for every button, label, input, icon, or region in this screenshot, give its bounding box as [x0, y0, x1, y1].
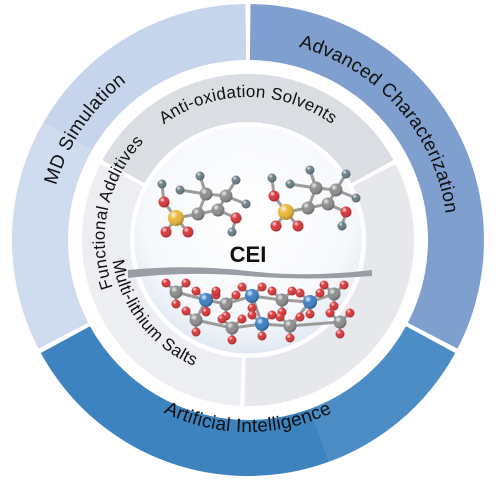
oxygen-atom-shade [191, 286, 201, 296]
oxygen-atom-shade [339, 280, 349, 290]
oxygen-atom-shade [335, 329, 345, 339]
hydrogen-atom-shade [267, 173, 277, 183]
hydrogen-atom-shade [341, 169, 351, 179]
lithium-atom-shade [255, 317, 269, 331]
phosphorus-atom-shade [283, 319, 297, 333]
oxygen-atom-shade [257, 282, 267, 292]
hydrogen-atom-shade [157, 179, 167, 189]
oxygen-atom-shade [267, 310, 277, 320]
oxygen-atom-shade [171, 299, 181, 309]
segment-functional-additives [82, 164, 243, 406]
hydrogen-atom-shade [175, 185, 185, 195]
oxygen-atom-shade [315, 288, 325, 298]
oxygen-atom-shade [231, 290, 241, 300]
oxygen-atom-shade [247, 310, 257, 320]
hydrogen-atom-shade [285, 179, 295, 189]
oxygen-atom-shade [292, 220, 304, 232]
carbon-atom-shade [329, 183, 343, 197]
carbon-atom-shade [219, 189, 233, 203]
oxygen-atom-shade [158, 196, 170, 208]
oxygen-atom-shade [275, 312, 285, 322]
oxygen-atom-shade [230, 212, 242, 224]
oxygen-atom-shade [340, 206, 352, 218]
carbon-atom-shade [199, 187, 213, 201]
phosphorus-atom-shade [169, 285, 183, 299]
oxygen-atom-shade [201, 307, 211, 317]
hydrogen-atom-shade [241, 199, 251, 209]
oxygen-atom-shade [268, 190, 280, 202]
hydrogen-atom-shade [351, 193, 361, 203]
hydrogen-atom-shade [305, 165, 315, 175]
cei-label: CEI [230, 242, 267, 267]
oxygen-atom-shade [181, 278, 191, 288]
phosphorus-atom-shade [189, 313, 203, 327]
hydrogen-atom-shade [231, 175, 241, 185]
segment-advanced-characterization [249, 4, 484, 349]
oxygen-atom-shade [161, 278, 171, 288]
bond [288, 320, 342, 328]
carbon-atom-shade [191, 207, 205, 221]
oxygen-atom-shade [247, 303, 257, 313]
oxygen-atom-shade [267, 286, 277, 296]
solvent-molecule-right [267, 165, 361, 232]
sulfur-atom-shade [168, 210, 184, 226]
oxygen-atom-shade [325, 308, 335, 318]
carbon-atom-shade [211, 203, 225, 217]
phosphorus-atom-shade [275, 293, 289, 307]
phosphorus-atom-shade [225, 321, 239, 335]
oxygen-atom-shade [295, 288, 305, 298]
cei-crystal-structure [161, 278, 355, 345]
hydrogen-atom-shade [195, 171, 205, 181]
oxygen-atom-shade [329, 301, 339, 311]
oxygen-atom-shade [285, 333, 295, 343]
phosphorus-atom-shade [219, 297, 233, 311]
phosphorus-atom-shade [327, 287, 341, 301]
oxygen-atom-shade [287, 286, 297, 296]
carbon-atom-shade [309, 181, 323, 195]
oxygen-atom-shade [227, 335, 237, 345]
lithium-atom-shade [199, 293, 213, 307]
oxygen-atom-shade [217, 314, 227, 324]
solvent-molecule-left [157, 171, 251, 238]
oxygen-atom-shade [237, 282, 247, 292]
sulfur-atom-shade [278, 204, 294, 220]
oxygen-atom-shade [191, 327, 201, 337]
segment-anti-oxidation-solvents [102, 73, 394, 184]
cei-interface-line [128, 267, 372, 279]
oxygen-atom-shade [160, 226, 172, 238]
oxygen-atom-shade [295, 312, 305, 322]
oxygen-atom-shade [270, 220, 282, 232]
oxygen-atom-shade [257, 331, 267, 341]
carbon-atom-shade [301, 201, 315, 215]
md-simulation-highlight [12, 122, 93, 349]
oxygen-atom-shade [211, 286, 221, 296]
oxygen-atom-shade [181, 306, 191, 316]
oxygen-atom-shade [345, 308, 355, 318]
hydrogen-atom-shade [227, 227, 237, 237]
phosphorus-atom-shade [333, 315, 347, 329]
oxygen-atom-shade [305, 309, 315, 319]
segment-multi-lithium-salts [244, 164, 414, 407]
lithium-atom-shade [303, 295, 317, 309]
carbon-atom-shade [321, 197, 335, 211]
oxygen-atom-shade [319, 280, 329, 290]
core-circle [131, 123, 365, 357]
oxygen-atom-shade [237, 314, 247, 324]
segment-md-simulation [12, 4, 247, 349]
lithium-atom-shade [245, 289, 259, 303]
oxygen-atom-shade [182, 226, 194, 238]
hydrogen-atom-shade [337, 221, 347, 231]
ai-highlight [309, 326, 456, 462]
